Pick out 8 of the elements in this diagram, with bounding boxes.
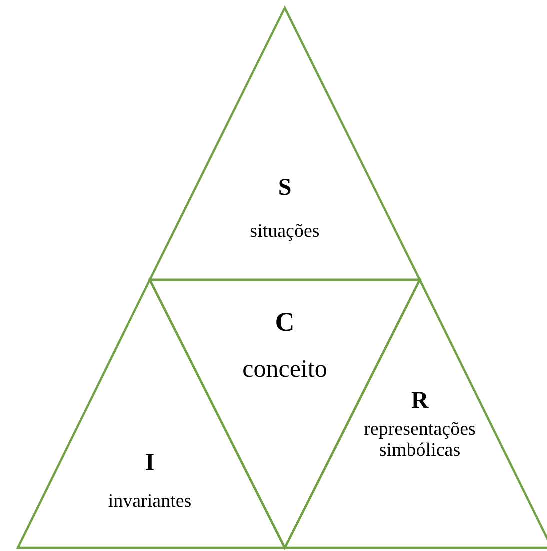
- heading-letter: I: [145, 450, 155, 476]
- caption-text: representações simbólicas: [363, 420, 477, 462]
- heading-letter: S: [278, 175, 292, 202]
- caption-text: invariantes: [108, 492, 192, 513]
- heading-letter: C: [275, 308, 295, 338]
- heading-letter: R: [411, 388, 429, 414]
- caption-text: situações: [250, 222, 320, 243]
- caption-text: conceito: [242, 356, 328, 384]
